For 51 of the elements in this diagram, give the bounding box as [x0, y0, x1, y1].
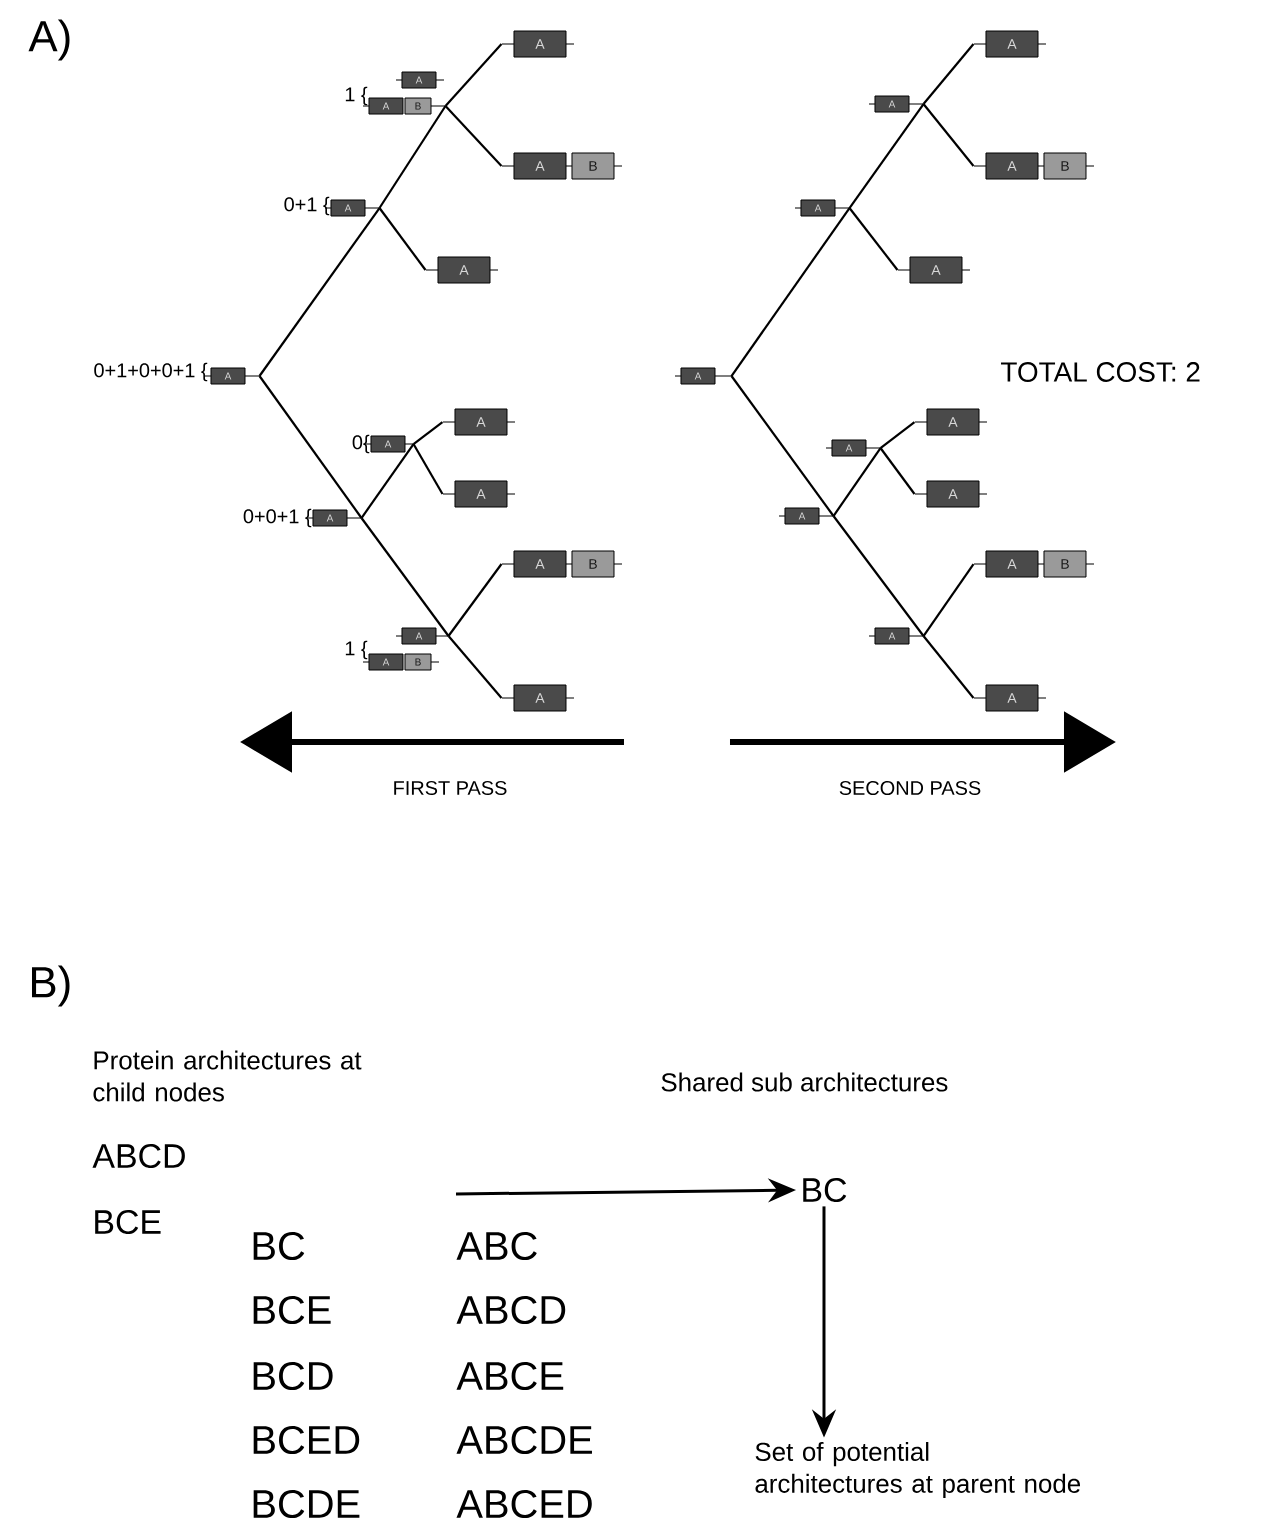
tree-branch — [412, 443, 444, 495]
tree-branch — [412, 421, 444, 445]
label-text: 0{ — [352, 434, 370, 454]
label-text: 0+0+1 { — [243, 508, 312, 528]
tree-branch — [258, 375, 363, 519]
tree-branch — [922, 43, 975, 105]
label-text: 1 { — [345, 86, 368, 106]
label-text: Shared sub architectures — [661, 1072, 948, 1092]
label-text: ABCD — [92, 1144, 185, 1168]
tree-branch — [444, 43, 503, 107]
tree-branch — [730, 207, 851, 377]
tree-branch — [922, 563, 975, 637]
tree-branch — [447, 635, 503, 699]
tree-branch — [730, 375, 835, 517]
label-text: BCE — [253, 1295, 331, 1325]
label-text: ABCDE — [456, 1425, 592, 1455]
architecture-text: Set of potential architectures at parent node — [755, 1442, 1081, 1498]
label-text: Protein architectures at child nodes — [93, 1050, 362, 1102]
tree-branch — [879, 447, 916, 495]
tree-branch — [258, 207, 381, 377]
tree-branch — [360, 517, 450, 637]
tree-branch — [848, 207, 899, 271]
label-text: BCED — [253, 1425, 360, 1455]
tree-branch — [447, 563, 503, 637]
tree-branch — [378, 207, 427, 271]
label-text: BCDE — [253, 1489, 360, 1519]
tree-branch — [832, 447, 882, 517]
label-text: BCE — [95, 1210, 161, 1234]
architecture-text: BC — [803, 1178, 847, 1202]
label-text: ABC — [456, 1231, 537, 1261]
tree-branch — [360, 443, 415, 519]
label-text: FIRST PASS — [394, 780, 507, 796]
tree-branch — [444, 105, 503, 167]
label-text: TOTAL COST: 2 — [1001, 362, 1200, 382]
label-text: 1 { — [345, 640, 368, 660]
label-text: ABCED — [456, 1489, 592, 1519]
label-text: 0+1 { — [284, 196, 330, 216]
tree-branch — [848, 103, 925, 209]
label-text: BC — [253, 1231, 305, 1261]
tree-branch — [378, 105, 447, 209]
label-text: BCD — [253, 1361, 333, 1391]
label-text: ABCD — [456, 1295, 566, 1325]
tree-branch — [922, 635, 975, 699]
label-text: ABCE — [456, 1361, 564, 1391]
tree-branch — [879, 421, 916, 449]
tree-branch — [922, 103, 975, 167]
tree-branch — [832, 515, 925, 637]
label-text: SECOND PASS — [839, 780, 981, 796]
label-text: 0+1+0+0+1 { — [94, 362, 208, 382]
label-text: A) — [28, 19, 70, 61]
label-text: B) — [32, 965, 70, 1007]
